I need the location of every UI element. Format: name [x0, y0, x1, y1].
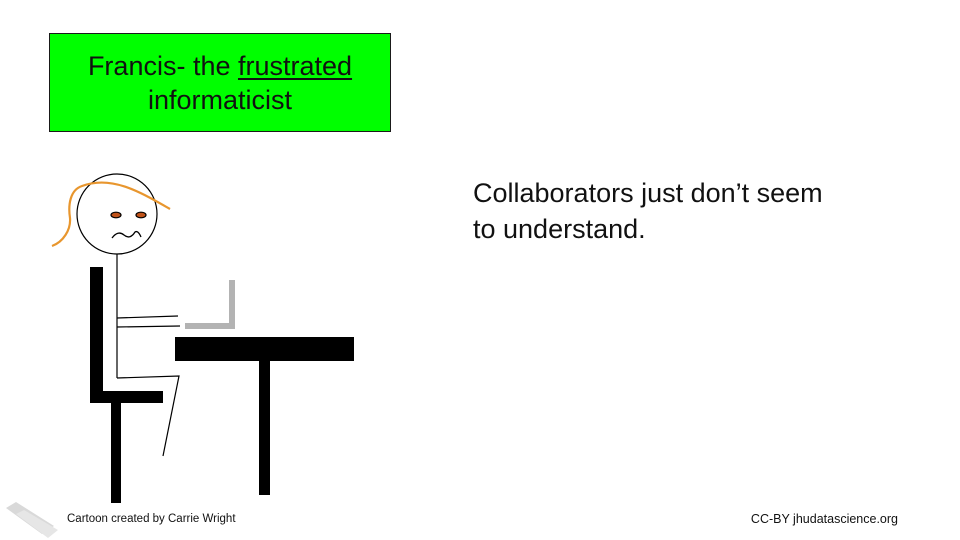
title-line-2: informaticist — [147, 84, 293, 115]
chair-leg — [111, 400, 121, 503]
caption-line-1: Collaborators just don’t seem — [473, 178, 823, 208]
title-box: Francis- the frustrated informaticist — [49, 33, 391, 132]
title-line-1: Francis- the frustrated — [88, 49, 352, 83]
chair-seat — [90, 391, 163, 403]
desk-leg — [259, 359, 270, 495]
license-text: CC-BY jhudatascience.org — [750, 512, 898, 526]
title-emphasis: frustrated — [237, 50, 353, 81]
leg — [116, 375, 180, 457]
right-eye — [135, 211, 147, 219]
lower-arm — [116, 325, 181, 328]
laptop — [185, 280, 235, 329]
hair — [51, 181, 171, 248]
cartoon-credit: Cartoon created by Carrie Wright — [67, 513, 236, 525]
caption-line-2: to understand. — [473, 214, 646, 244]
left-eye — [110, 211, 122, 219]
desk — [175, 337, 354, 495]
chair — [90, 267, 163, 503]
desk-top — [175, 337, 354, 361]
face — [110, 211, 147, 239]
frown-mouth — [111, 230, 142, 239]
caption: Collaborators just don’t seem to underst… — [473, 175, 893, 247]
upper-arm — [116, 315, 179, 319]
chair-back — [90, 267, 103, 400]
title-prefix: Francis- the — [87, 50, 238, 81]
jhu-data-science-logo-icon — [6, 502, 58, 538]
